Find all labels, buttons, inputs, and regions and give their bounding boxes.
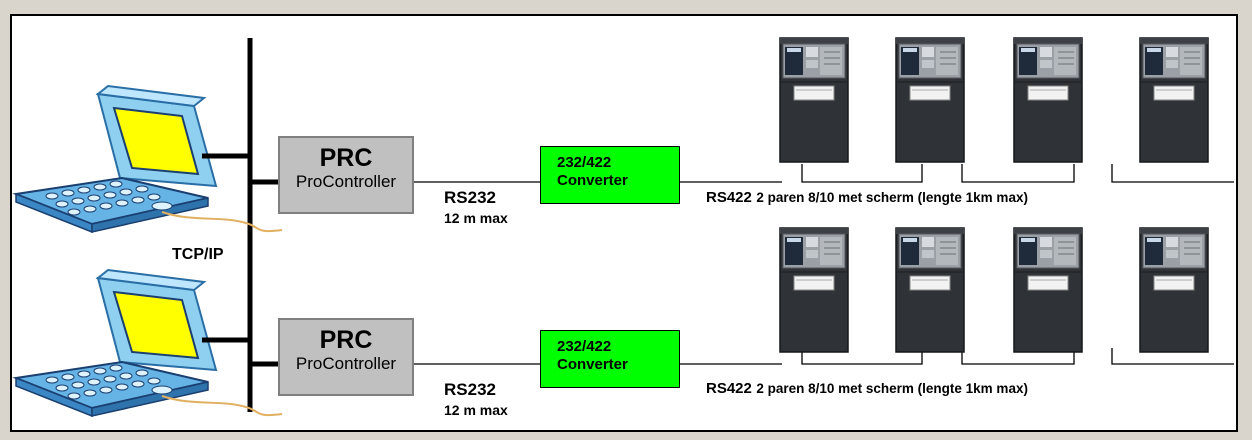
rs422-label: RS422 (706, 380, 752, 397)
prc-title: PRC (319, 326, 373, 354)
converter-line2: Converter (557, 356, 628, 373)
rs232-label: RS232 (444, 380, 496, 399)
laptop-icon (15, 85, 283, 233)
converter-line1: 232/422 (557, 338, 612, 355)
fire-panel-icon (779, 37, 849, 163)
rs232-note: 12 m max (444, 210, 508, 226)
fire-panel-icon (1139, 37, 1209, 163)
prc-title: PRC (319, 144, 373, 172)
rs422-label: RS422 (706, 189, 752, 206)
rs422-note: 2 paren 8/10 met scherm (lengte 1km max) (756, 381, 1028, 396)
diagram-canvas: TCP/IP PRC ProController RS232 12 m max … (10, 14, 1238, 432)
fire-panel-icon (895, 227, 965, 353)
converter-line2: Converter (557, 172, 628, 189)
prc-subtitle: ProController (295, 172, 397, 191)
rs422-note: 2 paren 8/10 met scherm (lengte 1km max) (756, 190, 1028, 205)
prc-box: PRC ProController (278, 136, 414, 214)
rs232-label: RS232 (444, 188, 496, 207)
laptop-icon (15, 269, 283, 417)
fire-panel-icon (779, 227, 849, 353)
diagram-graphics (15, 37, 1234, 417)
converter-box: 232/422 Converter (540, 330, 680, 388)
fire-panel-icon (1139, 227, 1209, 353)
rs422-caption: RS422 2 paren 8/10 met scherm (lengte 1k… (706, 380, 1028, 398)
rs422-caption: RS422 2 paren 8/10 met scherm (lengte 1k… (706, 189, 1028, 207)
prc-subtitle: ProController (295, 354, 397, 373)
daisy-chain-line (801, 348, 1234, 365)
fire-panel-icon (1013, 37, 1083, 163)
converter-line1: 232/422 (557, 154, 612, 171)
converter-box: 232/422 Converter (540, 146, 680, 204)
prc-box: PRC ProController (278, 318, 414, 396)
rs232-note: 12 m max (444, 402, 508, 418)
fire-panel-icon (1013, 227, 1083, 353)
fire-panel-icon (895, 37, 965, 163)
tcpip-label: TCP/IP (172, 246, 224, 263)
daisy-chain-line (801, 164, 1234, 183)
